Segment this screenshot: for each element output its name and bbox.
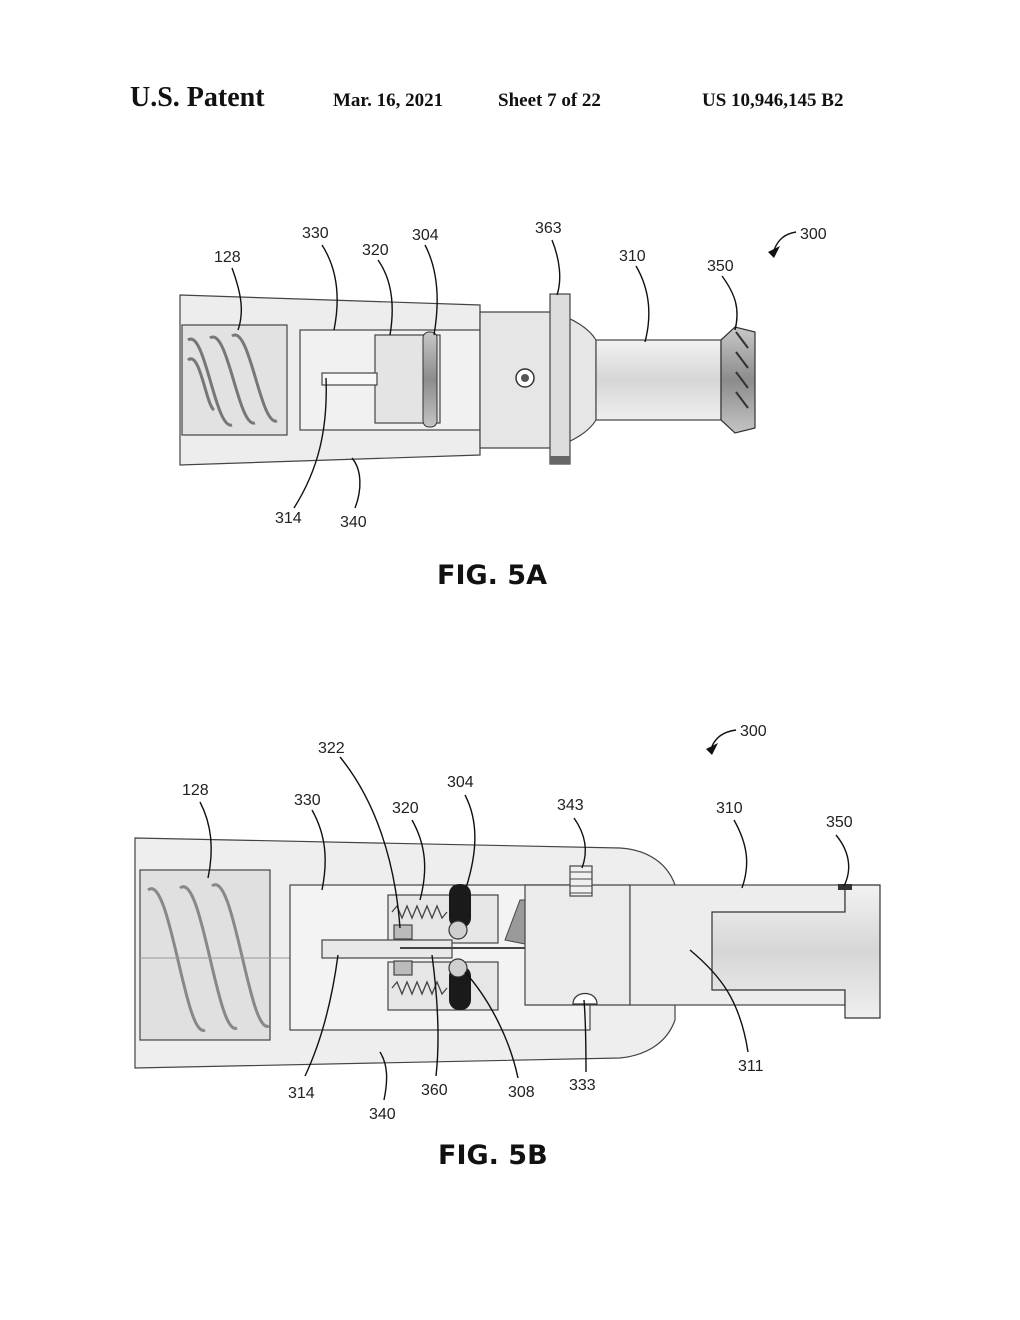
header-title: U.S. Patent [130,82,265,113]
fig5b-label-340: 340 [369,1106,396,1123]
fig5b-label-314: 314 [288,1085,315,1102]
fig5b-leader-330 [311,809,326,891]
fig5b-leader-311 [689,949,749,1053]
fig5b-ball-upper [448,920,468,940]
fig5b-leader-314 [304,954,339,1077]
fig5a-leader-340 [351,457,361,509]
fig5a-end-cap-threads [735,331,749,409]
fig5b-seal-upper [449,884,471,928]
fig5a-label-310: 310 [619,248,646,265]
fig5a-collar-dark [550,456,570,464]
fig5b-label-330: 330 [294,792,321,809]
fig5b-end-bore-dark [838,884,852,890]
fig5a-300-arrow [773,231,797,251]
fig5b-leader-322 [339,756,401,929]
fig5a-label-314: 314 [275,510,302,527]
figure-5a: 128 330 320 304 363 310 350 300 314 340 … [179,220,827,591]
fig5b-nose-insert [524,884,631,1006]
fig5b-pawl-lower [393,960,413,976]
fig5a-label-304: 304 [412,227,439,244]
fig5b-caption: FIG. 5B [438,1140,548,1171]
fig5a-collar-363 [549,293,571,465]
fig5a-leader-320 [377,259,393,336]
fig5b-thread-coils [147,883,270,1032]
header-sheet: Sheet 7 of 22 [498,90,601,111]
fig5b-label-360: 360 [421,1082,448,1099]
fig5a-nose [479,311,597,449]
fig5b-leader-310 [733,819,748,889]
fig5a-caption: FIG. 5A [437,560,547,591]
fig5b-notch [572,992,598,1005]
fig5a-label-363: 363 [535,220,562,237]
fig5a-end-cap [720,326,756,434]
fig5b-leader-128 [199,801,212,879]
fig5b-seal-lower [449,966,471,1010]
header-date: Mar. 16, 2021 [333,90,444,111]
fig5b-leader-360 [431,954,439,1077]
fig5b-label-311: 311 [738,1058,764,1075]
fig5b-set-screw-threads [570,871,592,894]
fig5a-label-330: 330 [302,225,329,242]
fig5a-ring-304 [422,331,438,428]
fig5a-leader-128 [231,267,243,331]
fig5a-label-128: 128 [214,249,241,266]
fig5b-300-arrow [711,729,737,747]
fig5b-label-333: 333 [569,1077,596,1094]
fig5b-spring-lower [391,980,448,996]
fig5a-label-350: 350 [707,258,734,275]
fig5b-label-350: 350 [826,814,853,831]
fig5b-leader-333 [583,999,587,1073]
header-patent-number: US 10,946,145 B2 [702,90,844,111]
fig5a-thread-coils [187,333,278,427]
figure-5b: 322 128 330 320 304 343 310 350 300 311 … [134,723,881,1171]
fig5a-300-arrowhead [768,246,780,258]
fig5b-label-322: 322 [318,740,345,757]
fig5b-label-300: 300 [740,723,767,740]
fig5a-leader-363 [551,239,561,296]
fig5b-leader-308 [464,971,519,1079]
fig5b-leader-350 [835,834,850,887]
fig5a-label-320: 320 [362,242,389,259]
fig5b-label-308: 308 [508,1084,535,1101]
fig5a-pin [321,372,378,386]
fig5b-label-343: 343 [557,797,584,814]
fig5b-label-310: 310 [716,800,743,817]
fig5b-leader-343 [573,817,586,869]
fig5b-label-304: 304 [447,774,474,791]
fig5b-end-bore [711,884,881,1019]
fig5a-leader-330 [321,244,338,331]
fig5a-leader-304 [424,244,438,336]
fig5b-leader-304 [464,794,476,889]
fig5b-ball-lower [448,958,468,978]
fig5b-label-128: 128 [182,782,209,799]
fig5a-screw-center [521,374,529,382]
fig5b-leader-340 [379,1051,388,1101]
fig5a-leader-314 [293,377,327,509]
fig5b-set-screw [569,865,593,897]
fig5b-300-arrowhead [706,743,718,755]
fig5b-label-320: 320 [392,800,419,817]
fig5b-leader-320 [411,819,426,901]
fig5a-leader-310 [635,265,650,343]
fig5b-pawl-upper [393,924,413,940]
fig5a-leader-350 [721,275,738,331]
fig5b-spring-upper [391,904,448,920]
fig5a-label-300: 300 [800,226,827,243]
fig5a-shaft [595,339,722,421]
fig5a-label-340: 340 [340,514,367,531]
